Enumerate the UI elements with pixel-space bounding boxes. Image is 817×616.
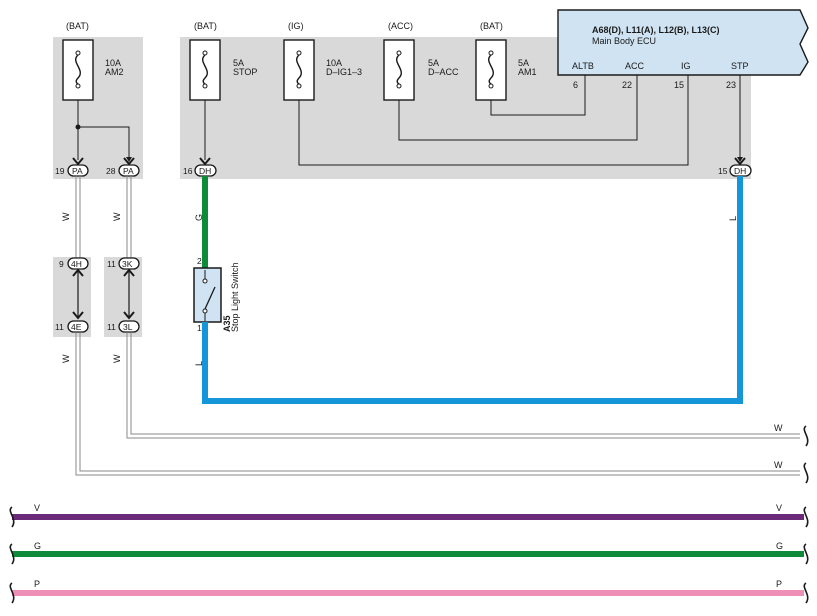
svg-text:11: 11: [107, 259, 116, 269]
fuse-dig-amp: 10A: [326, 58, 342, 68]
stop-light-switch: 2 1: [193, 256, 222, 333]
fuse-dacc-name: D–ACC: [428, 67, 459, 77]
fuse-am1-source: (BAT): [480, 21, 503, 31]
right-wire-label-w1: W: [774, 423, 783, 433]
wire-label-l-right: L: [728, 216, 738, 221]
ecu-name: Main Body ECU: [592, 36, 656, 46]
junction-4e: 4E 11: [55, 320, 89, 333]
svg-text:3L: 3L: [123, 322, 133, 332]
svg-text:15: 15: [718, 166, 728, 176]
svg-text:9: 9: [59, 259, 64, 269]
junction-dh-15: DH 15: [718, 157, 752, 177]
wire-label-w3: W: [61, 354, 71, 363]
fuse-stop-name: STOP: [233, 67, 257, 77]
junction-dh-16: DH 16: [183, 157, 217, 177]
wire-label-w2: W: [112, 212, 122, 221]
bus-green-label-left: G: [34, 541, 41, 551]
fuse-dacc-icon: [396, 54, 402, 85]
svg-text:PA: PA: [123, 166, 134, 176]
fuse-stop-source: (BAT): [194, 21, 217, 31]
fuse-am1-icon: [488, 54, 494, 85]
svg-text:11: 11: [107, 322, 116, 332]
fuse-dig-source: (IG): [288, 21, 304, 31]
fuse-stop-icon: [202, 54, 208, 85]
fuse-am1-name: AM1: [518, 67, 537, 77]
splice-point: [75, 124, 81, 130]
ecu-pin-ig-label: IG: [681, 61, 691, 71]
ecu-pin-15: 15: [674, 80, 684, 90]
fuse-stop-amp: 5A: [233, 58, 244, 68]
svg-text:11: 11: [55, 322, 64, 332]
right-wire-label-w2: W: [774, 460, 783, 470]
fuse-am2-icon: [75, 54, 81, 85]
svg-text:28: 28: [106, 166, 116, 176]
svg-text:DH: DH: [199, 166, 211, 176]
switch-code: A35: [222, 315, 232, 332]
ecu-pin-stp-label: STP: [731, 61, 749, 71]
fuse-dacc-body: [383, 39, 415, 101]
switch-name: Stop Light Switch: [230, 262, 240, 332]
bus-green-label-right: G: [776, 541, 783, 551]
fuse-am2-source: (BAT): [66, 21, 89, 31]
svg-text:2: 2: [197, 256, 202, 266]
ecu-pin-22: 22: [622, 80, 632, 90]
fuse-dacc-amp: 5A: [428, 58, 439, 68]
ecu-pin-6: 6: [573, 80, 578, 90]
internal-wires: [77, 75, 741, 166]
ecu-pin-altb-label: ALTB: [572, 61, 594, 71]
bus-pink-label-right: P: [776, 579, 782, 589]
ecu-pin-23: 23: [726, 80, 736, 90]
continuation-marks: [9, 425, 809, 604]
svg-text:4E: 4E: [71, 322, 82, 332]
bus-pink-label-left: P: [34, 579, 40, 589]
fuse-dig-body: [283, 39, 315, 101]
fuse-dig-icon: [296, 54, 302, 85]
white-wires-left: [75, 176, 800, 476]
svg-text:DH: DH: [734, 166, 746, 176]
fuse-am2-amp: 10A: [105, 58, 121, 68]
svg-text:16: 16: [183, 166, 193, 176]
svg-text:3K: 3K: [122, 259, 133, 269]
switch-contact-icon: [204, 286, 216, 310]
wire-label-w4: W: [112, 354, 122, 363]
junction-pa-28: PA 28: [106, 157, 140, 177]
fuse-am2-body: [62, 39, 94, 101]
wire-label-l-low: L: [194, 361, 204, 366]
bus-violet-label-right: V: [776, 503, 782, 513]
svg-text:1: 1: [197, 323, 202, 333]
ecu-connector-codes: A68(D), L11(A), L12(B), L13(C): [592, 25, 720, 35]
ecu-box: [557, 9, 809, 76]
fuse-am2-name: AM2: [105, 67, 124, 77]
ecu-pin-acc-label: ACC: [625, 61, 645, 71]
bus-violet-label-left: V: [34, 503, 40, 513]
junction-3k: 3K 11: [107, 257, 140, 320]
svg-text:19: 19: [55, 166, 65, 176]
fuse-stop-body: [189, 39, 221, 101]
svg-text:4H: 4H: [71, 259, 82, 269]
blue-wire: [202, 176, 743, 404]
fuse-dacc-source: (ACC): [388, 21, 413, 31]
fuse-dig-name: D–IG1–3: [326, 67, 362, 77]
wire-label-g: G: [194, 214, 204, 221]
fuse-am1-amp: 5A: [518, 58, 529, 68]
svg-text:PA: PA: [72, 166, 83, 176]
fuse-am1-body: [475, 39, 507, 101]
junction-pa-19: PA 19: [55, 157, 89, 177]
junction-4h: 4H 9: [59, 257, 89, 320]
wire-label-w1: W: [61, 212, 71, 221]
junction-3l: 3L 11: [107, 320, 140, 333]
